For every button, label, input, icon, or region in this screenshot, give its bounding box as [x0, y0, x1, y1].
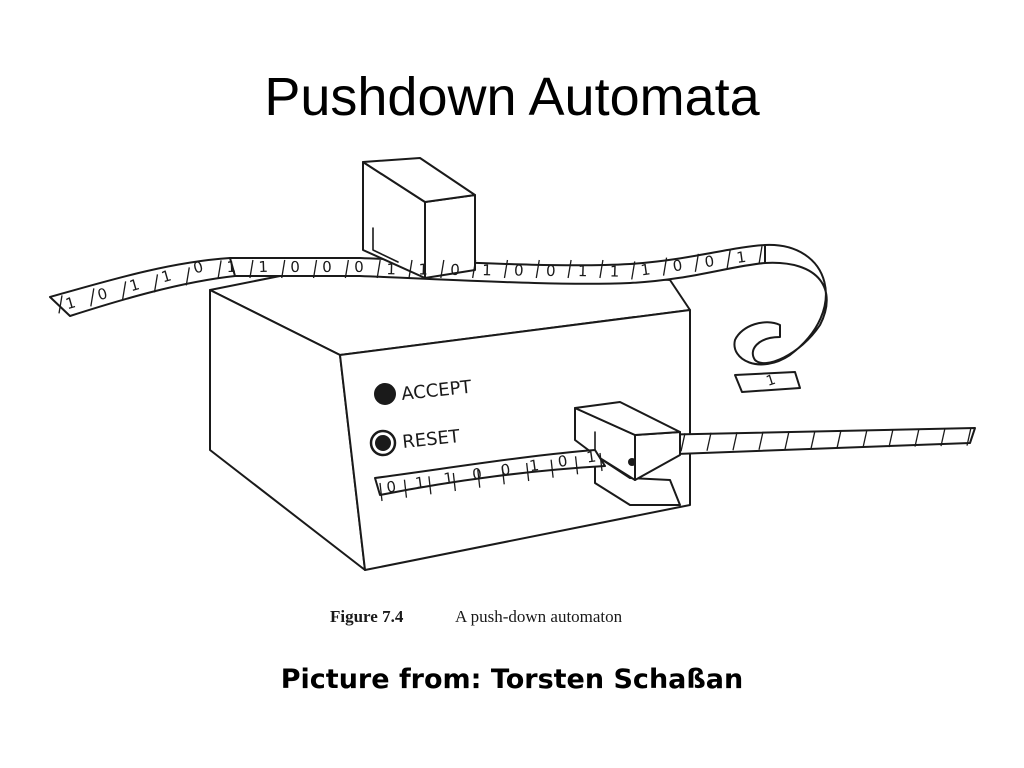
stack-head-top: [574, 401, 681, 436]
input-tape-cell-14: 0: [514, 261, 524, 279]
stack-tape-cell-6: 0: [557, 452, 569, 471]
input-tape-cell-20: 0: [703, 252, 715, 271]
picture-credit: Picture from: Torsten Schaßan: [280, 664, 744, 695]
input-tape-cell-7: 0: [290, 258, 300, 276]
stack-tape-cell-4: 0: [500, 460, 512, 479]
input-tape-cell-11: 1: [418, 260, 428, 278]
input-tape-cell-21: 1: [735, 248, 747, 267]
stack-head-pin: [628, 458, 636, 466]
stack-tape-cell-5: 1: [528, 456, 540, 475]
input-tape-cell-12: 0: [450, 261, 460, 279]
input-tape-cell-13: 1: [482, 261, 492, 279]
reset-button: [375, 435, 391, 451]
input-tape-cell-8: 0: [322, 258, 332, 276]
box-front-face: [339, 309, 691, 571]
input-tape-cell-16: 1: [578, 262, 588, 280]
figure-caption-text: A push-down automaton: [455, 607, 623, 626]
input-tape-cell-2: 1: [127, 275, 141, 295]
input-tape-cell-10: 1: [386, 260, 396, 278]
input-tape-cell-15: 0: [546, 262, 556, 280]
stack-tape-cell-3: 0: [471, 465, 483, 484]
slide-title: Pushdown Automata: [264, 67, 760, 127]
input-tape-cell-1: 0: [95, 284, 109, 304]
input-tape-cell-5: 1: [226, 258, 236, 276]
input-tape-tail: [734, 371, 801, 393]
input-tape-cell-0: 1: [64, 293, 78, 313]
input-tape-cell-9: 0: [354, 258, 364, 276]
stack-tape: [374, 449, 606, 496]
accept-indicator: [374, 383, 396, 405]
stack-tape-cell-2: 1: [442, 469, 454, 488]
input-tape-cell-17: 1: [609, 262, 619, 280]
input-tape-cell-19: 0: [672, 256, 684, 275]
stack-tape-cell-7: 1: [585, 447, 597, 466]
input-tape-loop: [733, 243, 828, 366]
stack-tape-cell-1: 1: [414, 473, 426, 492]
input-tape-cell-3: 1: [159, 266, 173, 286]
stack-tape-cell-0: 0: [385, 477, 397, 496]
input-tape-cell-18: 1: [640, 260, 652, 279]
input-tape-cell-6: 1: [258, 258, 268, 276]
read-head-top: [362, 157, 476, 203]
figure-caption-label: Figure 7.4: [330, 607, 404, 626]
input-tape-cell-4: 0: [191, 258, 205, 278]
